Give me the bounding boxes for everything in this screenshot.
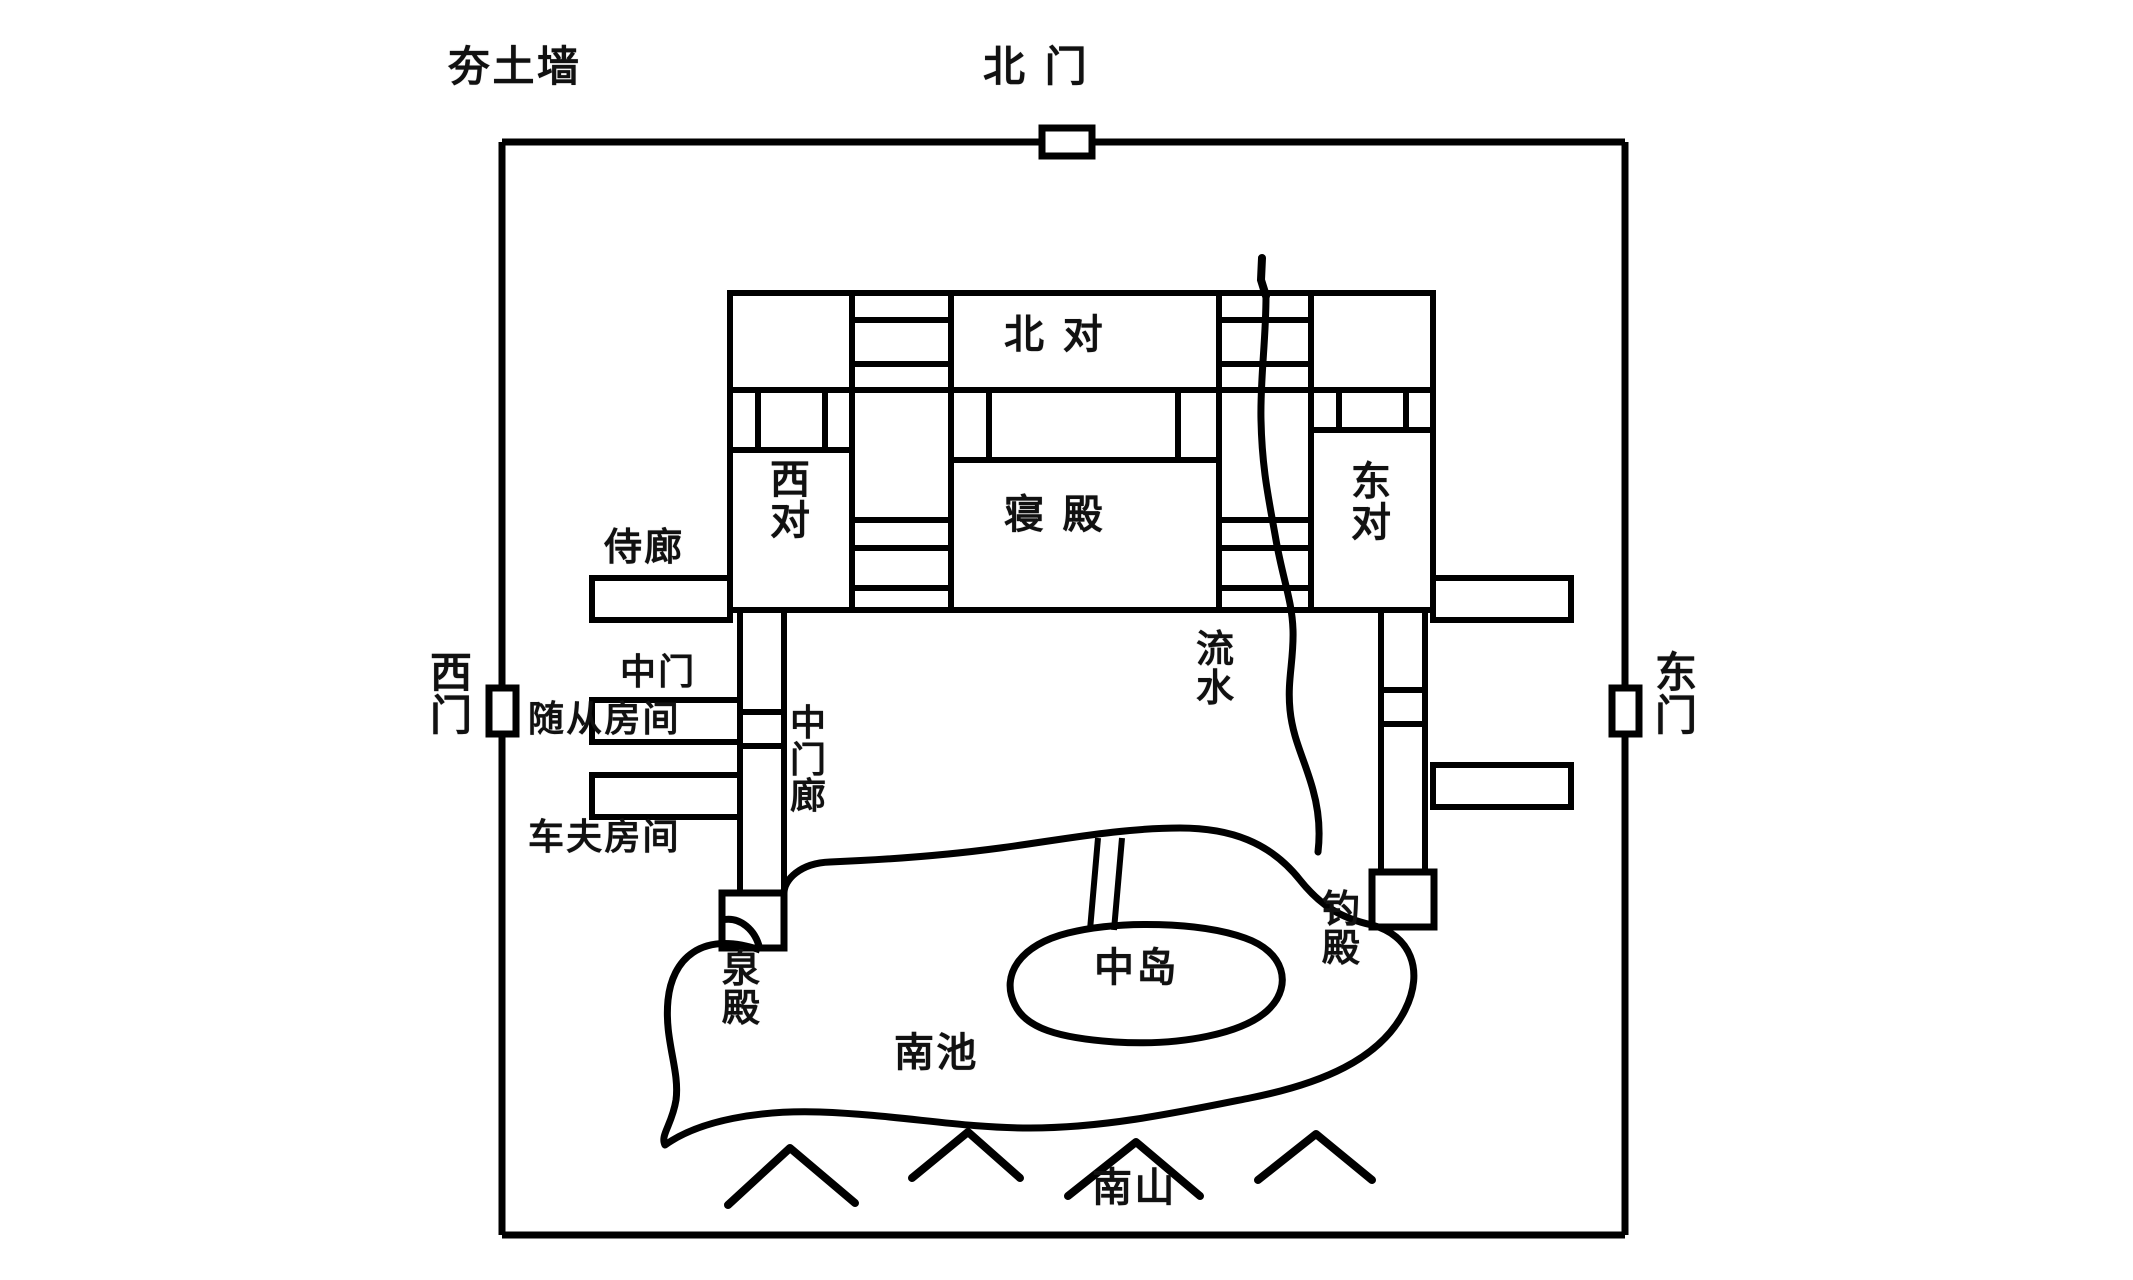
mountain-peak-1 — [724, 1144, 859, 1209]
east-corridor-lower — [1430, 762, 1574, 810]
stream-source-stub — [1256, 254, 1270, 300]
west-middle-corridor — [849, 387, 954, 523]
label-attendant-room: 随从房间 — [528, 699, 681, 740]
label-spring-hall: 泉殿 — [722, 947, 763, 1030]
outer-wall-group — [498, 138, 1629, 1239]
middle-gate-corridor-group — [589, 607, 788, 952]
label-flowing-water: 流水 — [1196, 627, 1237, 710]
south-pond-group — [660, 824, 1418, 1149]
north-gate-marker[interactable] — [1038, 124, 1096, 160]
west-middle-band-block — [727, 387, 855, 453]
middle-gate-corridor-shaft — [737, 607, 787, 903]
fishing-hall-corridor-group — [1368, 607, 1438, 931]
label-west-pavilion: 西对 — [770, 457, 813, 544]
central-island-outline — [1006, 920, 1286, 1047]
label-south-mountain: 南山 — [1092, 1165, 1177, 1211]
label-attendant-corridor: 侍廊 — [604, 525, 685, 569]
island-bridge-right-rail — [1111, 837, 1125, 931]
label-north-pavilion: 北 对 — [1004, 312, 1106, 358]
mountain-peak-3 — [1064, 1138, 1204, 1200]
label-east-gate: 东门 — [1655, 648, 1700, 740]
label-central-island: 中岛 — [1094, 945, 1179, 991]
mountain-peak-2 — [908, 1128, 1024, 1182]
label-middle-gate-corridor: 中门廊 — [790, 703, 829, 818]
label-middle-gate: 中门 — [620, 652, 697, 693]
east-pavilion-hall — [1308, 427, 1436, 613]
west-to-sleeping-hall-corridor — [849, 517, 954, 613]
label-south-pond: 南池 — [894, 1030, 979, 1076]
flowing-water-group — [1256, 254, 1323, 856]
pond-to-spring-hall-edge — [721, 915, 764, 951]
east-vertical-corridor-shaft — [1378, 607, 1428, 903]
label-north-gate: 北 门 — [983, 42, 1090, 91]
label-sleeping-hall: 寝 殿 — [1004, 492, 1106, 538]
attendant-corridor-west — [589, 575, 733, 623]
northwest-wing-block — [727, 290, 855, 393]
island-bridge-left-rail — [1087, 837, 1101, 931]
label-east-pavilion: 东对 — [1351, 459, 1394, 546]
label-driver-room: 车夫房间 — [528, 817, 681, 858]
mountain-peak-4 — [1254, 1130, 1376, 1184]
label-west-gate: 西门 — [430, 648, 475, 740]
label-fishing-hall: 钓殿 — [1322, 887, 1363, 970]
east-gate-marker[interactable] — [1608, 684, 1643, 738]
north-west-link-corridor — [849, 290, 954, 393]
south-mountain-group — [724, 1128, 1376, 1209]
east-corridor-upper — [1430, 575, 1574, 623]
attendant-room-bar — [589, 697, 743, 745]
label-rammed-earth-wall: 夯土墙 — [448, 42, 582, 91]
fishing-hall-building — [1368, 868, 1438, 931]
driver-room-bar — [589, 772, 743, 820]
west-gate-marker[interactable] — [485, 684, 520, 738]
gate-markers-group — [485, 124, 1643, 738]
stream-channel — [1257, 292, 1323, 856]
northeast-wing-block — [1308, 290, 1436, 393]
south-pond-outline — [660, 824, 1418, 1149]
east-to-sleeping-hall-corridor — [1216, 517, 1314, 613]
